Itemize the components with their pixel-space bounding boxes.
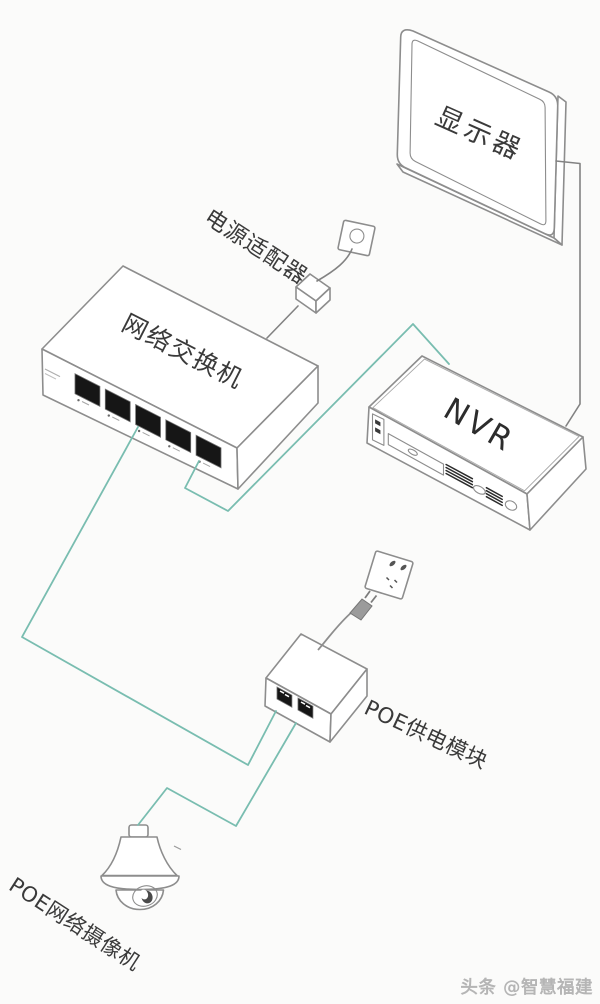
nvr-dvd-slot: [387, 433, 445, 476]
switch-marking: [44, 368, 61, 378]
switch-port-5: [195, 434, 222, 469]
nvr-power-panel: [371, 413, 385, 446]
camera-tick: [173, 845, 182, 851]
wire-adapter-to-switch: [266, 305, 299, 339]
nvr-vent-right: [485, 486, 503, 507]
switch-port-1: [74, 373, 101, 408]
nvr-right-face: [526, 436, 587, 531]
nvr-ir-window: [375, 427, 381, 435]
outlet-pin-3: [389, 584, 394, 589]
monitor-screen: [409, 39, 547, 226]
camera-mount: [128, 824, 149, 838]
network-switch-icon: [41, 265, 319, 490]
poe-module-icon: [264, 590, 378, 743]
cable-switch-to-nvr: [184, 323, 450, 512]
switch-marking-2: [44, 373, 57, 380]
switch-port-3: [135, 403, 161, 438]
monitor-icon: [396, 29, 567, 246]
outlet-slot-left: [389, 560, 396, 567]
outlet-slot-right: [400, 564, 407, 571]
plug-prong-2: [370, 594, 378, 604]
outlet-pin-1: [385, 576, 390, 581]
nvr-vent-left: [445, 463, 474, 489]
wall-outlet-plate: [364, 550, 414, 600]
poe-port-2-pins2: [305, 704, 311, 709]
nvr-knob: [504, 500, 518, 511]
poe-port-1-pins: [279, 690, 285, 694]
switch-ports: [74, 373, 222, 469]
wall-socket-icon: [337, 219, 376, 257]
nvr-usb-port: [472, 485, 486, 495]
poe-port-2-pins: [300, 701, 306, 705]
adapter-right-face: [315, 287, 331, 314]
wall-outlet-icon: [364, 550, 414, 600]
wire-socket-to-adapter: [316, 248, 353, 282]
poe-port-1-pins2: [284, 693, 290, 698]
poe-camera-dome-icon: [100, 824, 182, 911]
power-adapter-label: 电源适配器: [199, 204, 312, 290]
poe-module-label: POE供电模块: [360, 696, 491, 775]
outlet-pin-2: [393, 579, 398, 584]
poe-right-face: [329, 668, 368, 743]
plug-prong-1: [364, 590, 371, 599]
wire-monitor-to-nvr: [555, 160, 581, 427]
wall-socket-plate: [337, 219, 376, 257]
power-adapter-icon: [295, 273, 331, 314]
switch-port-marks: [77, 399, 211, 468]
camera-housing: [101, 836, 178, 877]
switch-right-face: [236, 365, 319, 490]
switch-port-4: [165, 419, 192, 454]
monitor-bezel: [396, 29, 559, 236]
camera-lens-ring: [132, 885, 158, 907]
cable-switch-to-poe-module: [21, 426, 277, 766]
power-plug-icon: [349, 598, 373, 621]
nvr-lid-seam: [372, 358, 580, 492]
watermark: 头条 @智慧福建: [460, 977, 593, 998]
nvr-icon: [366, 355, 587, 531]
power-cord: [317, 611, 353, 651]
switch-port-2: [104, 388, 131, 423]
nvr-eject-button: [407, 448, 418, 456]
cable-poe-module-to-camera: [137, 722, 297, 827]
nvr-power-button: [375, 419, 381, 427]
camera-lens-glint: [139, 889, 149, 900]
wall-socket-hole: [349, 228, 365, 244]
